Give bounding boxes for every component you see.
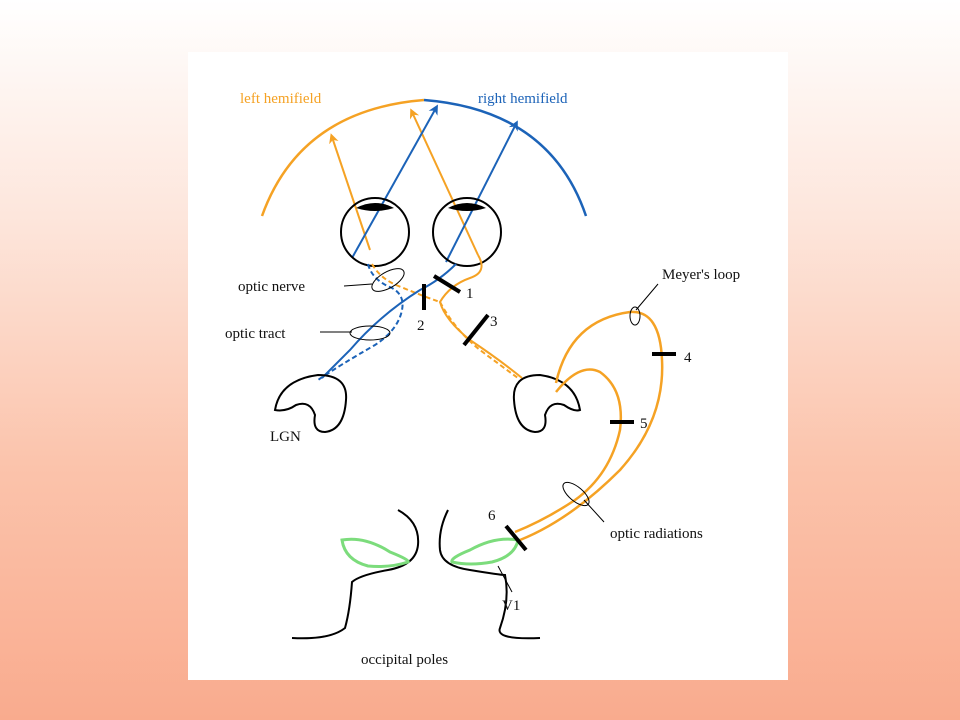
occipital-poles-label: occipital poles — [361, 652, 448, 668]
lesion-number-2: 2 — [417, 318, 425, 334]
right-v1-outline — [450, 537, 520, 566]
right-occipital-lobe — [438, 509, 541, 640]
optic-nerve-label: optic nerve — [238, 279, 305, 295]
crossing-orange-dashed — [439, 301, 519, 379]
orange-ray-left-eye — [329, 133, 371, 251]
left-v1-outline — [340, 537, 410, 568]
meyers-loop-pointer — [635, 283, 659, 311]
lesion-bar-6 — [504, 524, 528, 552]
optic-tract-ellipse — [349, 325, 391, 341]
left-eye-icon — [340, 197, 410, 267]
meyers-loop-label: Meyer's loop — [662, 267, 740, 283]
lesion-number-4: 4 — [684, 350, 692, 366]
v1-pointer — [497, 565, 513, 593]
lesion-bar-1 — [432, 274, 462, 294]
right-lgn-shape — [512, 373, 582, 434]
meyers-loop-ellipse — [629, 306, 641, 326]
left-hemifield-label: left hemifield — [240, 91, 322, 107]
optic-radiations-label: optic radiations — [610, 526, 703, 542]
v1-label: V1 — [502, 598, 520, 614]
orange-ray-right-eye — [409, 108, 479, 256]
lesion-number-1: 1 — [466, 286, 474, 302]
optic-radiations-ellipse — [562, 481, 590, 507]
left-occipital-lobe — [291, 509, 420, 640]
right-optic-nerve-orange — [438, 254, 523, 379]
diagram-panel — [188, 52, 788, 680]
blue-ray-left-eye — [351, 104, 438, 259]
lesion-number-3: 3 — [490, 314, 498, 330]
left-lgn-shape — [273, 373, 348, 434]
optic-radiation-path — [514, 368, 622, 534]
blue-ray-right-eye — [445, 120, 518, 263]
optic-nerve-ellipse — [371, 268, 405, 292]
lesion-number-6: 6 — [488, 508, 496, 524]
right-hemifield-arc — [423, 98, 588, 217]
lgn-label: LGN — [270, 429, 301, 445]
right-hemifield-label: right hemifield — [478, 91, 568, 107]
optic-tract-label: optic tract — [225, 326, 286, 342]
optic-radiations-pointer — [583, 499, 605, 523]
lesion-number-5: 5 — [640, 416, 648, 432]
left-hemifield-arc — [260, 98, 425, 217]
right-eye-icon — [432, 197, 502, 267]
left-optic-nerve-blue — [317, 263, 404, 381]
optic-nerve-pointer — [343, 283, 373, 287]
meyers-loop-path — [519, 310, 664, 542]
lesion-bar-3 — [462, 313, 490, 347]
left-optic-nerve-orange — [371, 263, 441, 303]
